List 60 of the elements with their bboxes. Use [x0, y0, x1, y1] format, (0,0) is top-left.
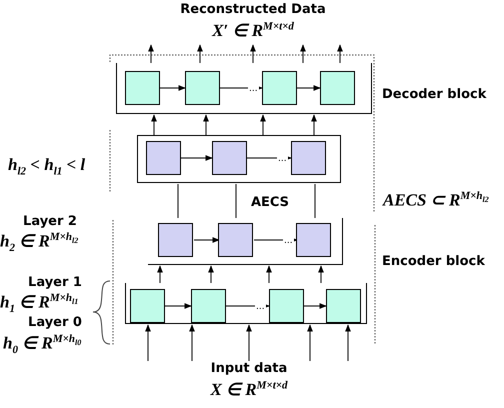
arrow — [266, 265, 272, 283]
layer-label: Layer 1 — [28, 276, 82, 290]
arrow — [300, 44, 306, 63]
heading: Reconstructed Data — [179, 2, 327, 18]
arrow — [197, 44, 203, 63]
arrow — [165, 303, 192, 309]
cell — [296, 223, 330, 257]
arrow — [145, 324, 151, 361]
heading: Input data — [210, 361, 288, 378]
arrow — [337, 44, 343, 63]
layer-label: Layer 2 — [23, 215, 77, 230]
cell — [268, 289, 304, 323]
arrow — [254, 237, 298, 243]
arrow — [148, 44, 154, 63]
cell — [326, 289, 360, 323]
block-label: Decoder block — [382, 88, 486, 102]
arrow — [208, 265, 214, 283]
cell — [262, 71, 296, 105]
arrow — [250, 44, 256, 63]
arrow — [194, 237, 220, 243]
arrow — [304, 303, 327, 309]
arrow — [246, 324, 252, 361]
arrow — [260, 114, 266, 135]
block-label: AECS — [250, 196, 290, 210]
arrow — [297, 85, 321, 91]
math-formula: h$_{l2}$ < h$_{l1}$ < l — [8, 156, 86, 178]
arrow — [226, 303, 270, 309]
cell — [130, 289, 164, 323]
edge-label: ... — [277, 155, 288, 164]
arrow — [181, 155, 213, 161]
layer-bracket — [125, 283, 367, 324]
layer-label: Layer 0 — [28, 316, 82, 330]
cell — [124, 71, 160, 105]
edge-label: ... — [255, 303, 266, 312]
arrow — [247, 155, 292, 161]
edge-label: ... — [248, 85, 259, 94]
arrow — [157, 265, 163, 283]
cell — [290, 140, 326, 174]
cell — [320, 71, 354, 105]
arrow — [203, 114, 209, 135]
arrow — [318, 265, 324, 283]
arrow — [311, 114, 317, 135]
cell — [212, 140, 246, 174]
arrow — [220, 85, 263, 91]
cell — [158, 223, 192, 257]
layer-box — [137, 135, 341, 183]
arrow — [345, 324, 351, 361]
block-label: Encoder block — [382, 255, 485, 270]
cell — [146, 140, 180, 174]
cell — [184, 71, 220, 105]
arrow — [160, 85, 186, 91]
cell — [218, 223, 252, 257]
layer-bracket — [148, 218, 343, 265]
cell — [190, 289, 226, 323]
arrow — [151, 114, 157, 135]
decoder-bracket — [116, 63, 372, 114]
arrow — [189, 324, 195, 361]
math-formula: X′ ∈ R$^{M×t×d}$ — [210, 20, 295, 42]
edge-label: ... — [283, 237, 294, 246]
math-formula: X ∈ R$^{M×t×d}$ — [209, 379, 289, 400]
